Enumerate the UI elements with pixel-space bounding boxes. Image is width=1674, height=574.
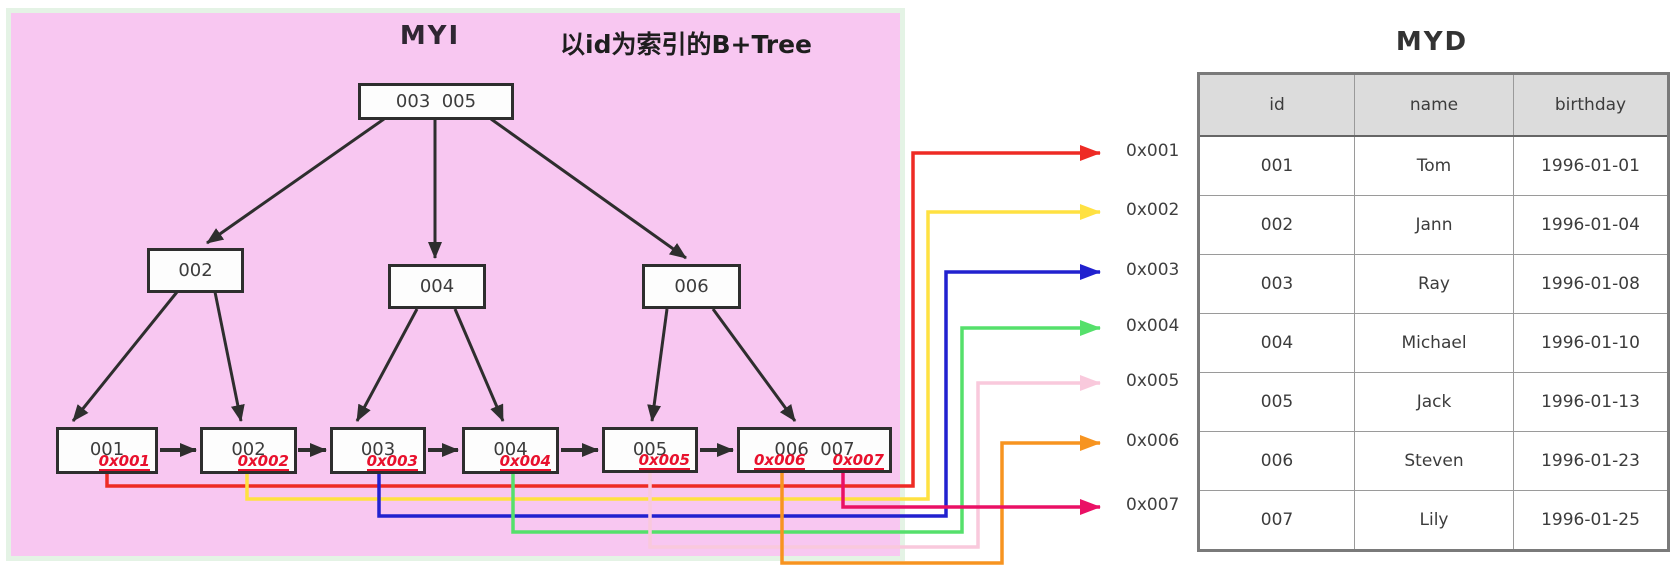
- table-row: 005 Jack 1996-01-13: [1198, 372, 1669, 432]
- edge-004-leaf003: [355, 308, 419, 422]
- cell-birthday: 1996-01-10: [1513, 313, 1669, 373]
- btree-internal-node-004: 004: [388, 264, 486, 309]
- leaf-keys: 002: [231, 439, 266, 460]
- cell-name: Lily: [1354, 490, 1514, 551]
- btree-internal-node-006: 006: [642, 264, 741, 309]
- btree-root-node: 003 005: [358, 83, 514, 120]
- column-header-name: name: [1354, 73, 1514, 137]
- pointer-label-0x005: 0x005: [1126, 371, 1180, 391]
- edge-002-leaf002: [213, 291, 245, 422]
- btree-leaf-node-002: 002 0x002: [200, 427, 297, 474]
- pointer-line-0x005: [648, 375, 1101, 549]
- pointer-label-0x006: 0x006: [1126, 431, 1180, 451]
- edge-006-leaf006007: [711, 308, 797, 422]
- leaf-keys: 003: [360, 439, 396, 460]
- cell-name: Jack: [1354, 372, 1514, 432]
- table-row: 007 Lily 1996-01-25: [1198, 490, 1669, 551]
- edge-root-002: [206, 117, 385, 245]
- myd-table: id name birthday 001 Tom 1996-01-01 002 …: [1197, 72, 1670, 552]
- btree-subtitle: 以id为索引的B+Tree: [560, 30, 813, 59]
- record-address: 0x004: [499, 452, 551, 471]
- pointer-line-0x006: [780, 435, 1101, 565]
- leaf-keys: 006 007: [774, 439, 855, 460]
- btree-leaf-node-001: 001 0x001: [56, 427, 158, 474]
- leaf-keys: 004: [493, 439, 528, 460]
- cell-name: Ray: [1354, 254, 1514, 314]
- pointer-line-0x001: [105, 145, 1101, 488]
- cell-name: Michael: [1354, 313, 1514, 373]
- pointer-label-0x001: 0x001: [1126, 141, 1180, 161]
- table-row: 006 Steven 1996-01-23: [1198, 431, 1669, 491]
- pointer-label-0x007: 0x007: [1126, 495, 1180, 515]
- cell-id: 006: [1198, 431, 1355, 491]
- pointer-label-0x004: 0x004: [1126, 316, 1180, 336]
- btree-internal-node-002: 002: [147, 248, 244, 293]
- cell-birthday: 1996-01-23: [1513, 431, 1669, 491]
- btree-leaf-node-005: 005 0x005: [602, 427, 698, 473]
- pointer-label-0x003: 0x003: [1126, 260, 1180, 280]
- cell-name: Jann: [1354, 195, 1514, 255]
- record-address: 0x005: [638, 451, 690, 470]
- root-keys: 003 005: [395, 91, 477, 112]
- record-address: 0x003: [366, 452, 418, 471]
- pointer-label-0x002: 0x002: [1126, 200, 1180, 220]
- pointer-line-0x007: [841, 472, 1101, 515]
- table-row: 002 Jann 1996-01-04: [1198, 195, 1669, 255]
- pointer-line-0x004: [511, 320, 1101, 534]
- edge-004-leaf004: [453, 308, 505, 422]
- cell-id: 004: [1198, 313, 1355, 373]
- cell-id: 001: [1198, 135, 1355, 196]
- cell-id: 007: [1198, 490, 1355, 551]
- btree-leaf-node-003: 003 0x003: [330, 427, 426, 474]
- myd-title: MYD: [1395, 27, 1469, 57]
- table-header-row: id name birthday: [1198, 73, 1669, 137]
- column-header-id: id: [1198, 73, 1355, 137]
- cell-name: Steven: [1354, 431, 1514, 491]
- leaf-keys: 001: [89, 439, 125, 460]
- edge-006-leaf005: [647, 308, 669, 422]
- edge-002-leaf001: [71, 291, 179, 422]
- cell-id: 005: [1198, 372, 1355, 432]
- tree-edges: [71, 117, 797, 422]
- record-address: 0x002: [237, 452, 289, 471]
- internal-keys: 006: [674, 276, 709, 297]
- cell-birthday: 1996-01-01: [1513, 135, 1669, 196]
- table-row: 001 Tom 1996-01-01: [1198, 135, 1669, 196]
- table-row: 003 Ray 1996-01-08: [1198, 254, 1669, 314]
- record-pointer-lines: [105, 145, 1101, 565]
- pointer-line-0x002: [245, 204, 1101, 501]
- internal-keys: 004: [419, 276, 455, 297]
- cell-id: 002: [1198, 195, 1355, 255]
- pointer-line-0x003: [377, 264, 1101, 518]
- btree-leaf-node-004: 004 0x004: [462, 427, 559, 474]
- myi-title: MYI: [399, 21, 461, 51]
- record-address: 0x006: [754, 451, 806, 470]
- cell-name: Tom: [1354, 135, 1514, 196]
- leaf-keys: 005: [632, 439, 668, 460]
- table-row: 004 Michael 1996-01-10: [1198, 313, 1669, 373]
- record-address: 0x001: [98, 452, 150, 471]
- record-address: 0x007: [832, 451, 884, 470]
- edge-root-006: [490, 117, 687, 260]
- btree-leaf-node-006-007: 006 007 0x006 0x007: [737, 427, 892, 473]
- cell-birthday: 1996-01-25: [1513, 490, 1669, 551]
- cell-birthday: 1996-01-13: [1513, 372, 1669, 432]
- cell-id: 003: [1198, 254, 1355, 314]
- internal-keys: 002: [178, 260, 213, 281]
- column-header-birthday: birthday: [1513, 73, 1669, 137]
- cell-birthday: 1996-01-08: [1513, 254, 1669, 314]
- cell-birthday: 1996-01-04: [1513, 195, 1669, 255]
